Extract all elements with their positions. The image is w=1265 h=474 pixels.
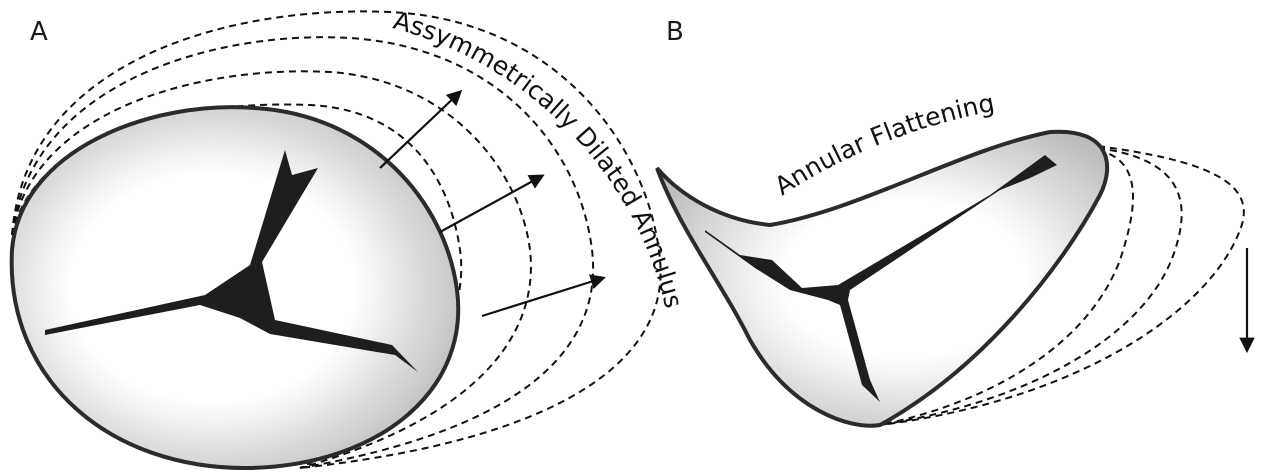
panel-b-label: B [666, 17, 684, 47]
arrow-right-up-icon [440, 176, 542, 232]
panel-b: B Annular Flattening [657, 17, 1247, 426]
arrow-right-up-icon [482, 278, 603, 316]
panel-a: A Assymmetrically Dilated Annulus [12, 6, 689, 468]
panel-a-label: A [30, 17, 48, 47]
annulus-b [657, 132, 1107, 426]
